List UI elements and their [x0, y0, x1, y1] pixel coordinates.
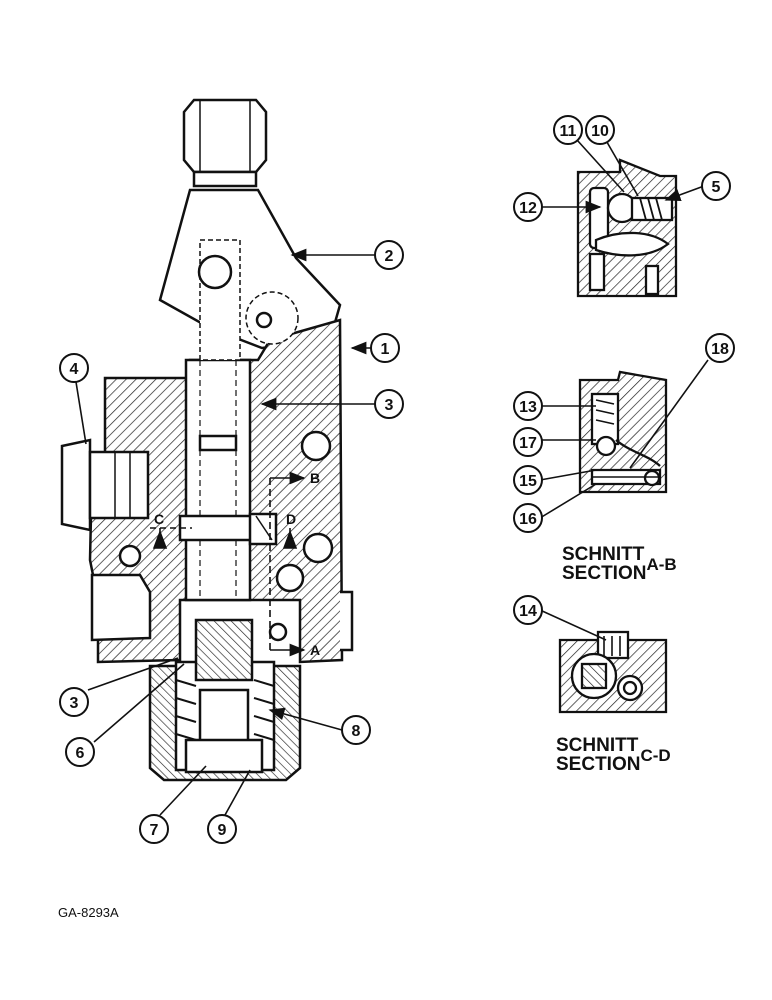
svg-text:5: 5 [712, 179, 721, 196]
callout-15: 15 [513, 465, 543, 495]
callout-7: 7 [139, 814, 169, 844]
svg-text:18: 18 [711, 341, 729, 358]
callout-3-upper: 3 [374, 389, 404, 419]
section-ab-suffix: A-B [646, 555, 677, 574]
svg-text:17: 17 [519, 435, 537, 452]
svg-text:1: 1 [381, 341, 390, 358]
detail-section-ab-lower [578, 370, 668, 494]
callout-2: 2 [374, 240, 404, 270]
svg-text:11: 11 [560, 123, 577, 140]
svg-text:3: 3 [385, 397, 394, 414]
section-ab-word: SECTION [562, 563, 647, 584]
svg-text:6: 6 [76, 745, 85, 762]
section-cd-suffix: C-D [640, 746, 671, 765]
svg-text:2: 2 [385, 248, 394, 265]
section-ab-line1: SCHNITT [562, 544, 645, 565]
callout-10: 10 [585, 115, 615, 145]
marker-c: C [154, 511, 164, 527]
callout-3-lower: 3 [59, 687, 89, 717]
callout-13: 13 [513, 391, 543, 421]
detail-section-cd [558, 630, 668, 714]
svg-text:8: 8 [352, 723, 361, 740]
main-valve-body [60, 98, 354, 782]
marker-b: B [310, 470, 320, 486]
section-cd-line2: SECTIONC-D [556, 747, 671, 775]
callout-8: 8 [341, 715, 371, 745]
section-ab-line2: SECTIONA-B [562, 556, 677, 584]
svg-text:9: 9 [218, 822, 227, 839]
callout-12: 12 [513, 192, 543, 222]
callout-11: 11 [553, 115, 583, 145]
marker-d: D [286, 511, 296, 527]
svg-text:3: 3 [70, 695, 79, 712]
callout-17: 17 [513, 427, 543, 457]
detail-section-ab-upper [576, 158, 678, 298]
callout-1: 1 [370, 333, 400, 363]
callout-5: 5 [701, 171, 731, 201]
svg-text:12: 12 [519, 200, 537, 217]
svg-text:16: 16 [519, 511, 537, 528]
callouts: 1 2 3 3 4 5 6 7 8 9 10 11 12 13 14 15 16… [59, 115, 735, 844]
section-cd-line1: SCHNITT [556, 735, 639, 756]
svg-text:10: 10 [591, 123, 609, 140]
figure-code: GA-8293A [58, 905, 119, 920]
section-ab-caption: SCHNITT SECTIONA-B [562, 545, 677, 583]
section-marker-lines [150, 471, 306, 657]
section-marker-labels: B A C D [154, 470, 320, 658]
callout-18: 18 [705, 333, 735, 363]
callout-14: 14 [513, 595, 543, 625]
svg-text:15: 15 [519, 473, 537, 490]
svg-text:14: 14 [519, 603, 537, 620]
svg-text:7: 7 [150, 822, 159, 839]
marker-a: A [310, 642, 320, 658]
callout-6: 6 [65, 737, 95, 767]
section-cd-caption: SCHNITT SECTIONC-D [556, 736, 671, 774]
callout-4: 4 [59, 353, 89, 383]
svg-text:13: 13 [519, 399, 537, 416]
section-cd-word: SECTION [556, 754, 641, 775]
leader-lines [75, 129, 709, 816]
svg-text:4: 4 [70, 361, 79, 378]
callout-16: 16 [513, 503, 543, 533]
callout-9: 9 [207, 814, 237, 844]
